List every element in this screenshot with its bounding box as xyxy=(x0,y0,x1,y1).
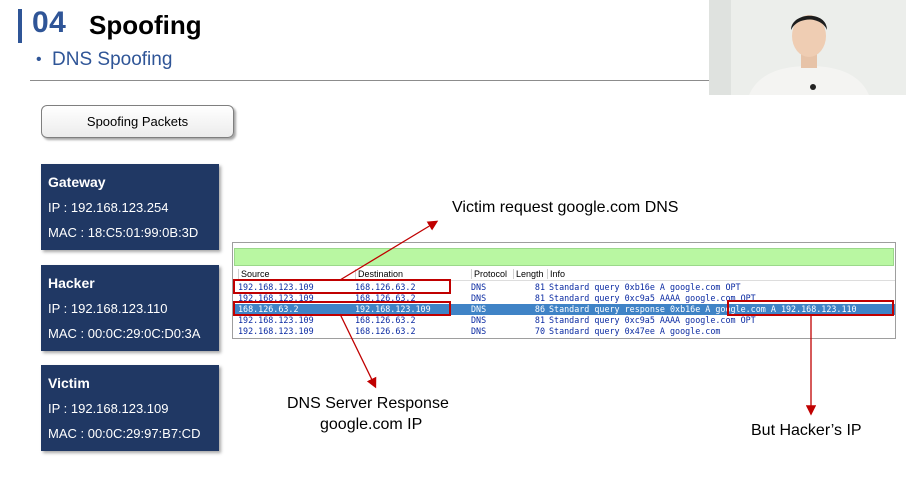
host-ip: IP : 192.168.123.110 xyxy=(48,301,168,316)
header-divider xyxy=(30,80,710,81)
dns-response-label-line1: DNS Server Response xyxy=(287,395,449,412)
packet-destination: 168.126.63.2 xyxy=(355,293,416,303)
victim-request-highlight xyxy=(233,279,451,294)
hacker-ip-label: But Hacker’s IP xyxy=(751,422,862,439)
packet-info: Standard query 0xc9a5 AAAA google.com OP… xyxy=(549,293,756,303)
packet-length: 86 xyxy=(534,304,545,314)
packet-info: Standard query 0xc9a5 AAAA google.com OP… xyxy=(549,315,756,325)
section-number: 04 xyxy=(32,6,67,39)
packet-list-panel: Source Destination Protocol Length Info … xyxy=(232,242,896,339)
host-ip: IP : 192.168.123.254 xyxy=(48,200,169,215)
dns-response-highlight xyxy=(233,301,451,316)
host-mac: MAC : 18:C5:01:99:0B:3D xyxy=(48,225,199,240)
packet-info: Standard query 0xb16e A google.com OPT xyxy=(549,282,741,292)
page-subtitle: DNS Spoofing xyxy=(52,49,173,70)
packet-length: 81 xyxy=(534,282,545,292)
packet-source: 192.168.123.109 xyxy=(238,293,314,303)
host-name: Gateway xyxy=(48,174,106,190)
victim-request-arrow xyxy=(339,220,439,281)
packet-info: Standard query response 0xb16e A google.… xyxy=(549,304,857,314)
victim-request-label: Victim request google.com DNS xyxy=(452,199,679,216)
column-length[interactable]: Length xyxy=(513,269,544,279)
page-title: Spoofing xyxy=(89,10,202,40)
packet-protocol: DNS xyxy=(471,326,487,336)
packet-protocol: DNS xyxy=(471,315,487,325)
packet-length: 81 xyxy=(534,315,545,325)
host-ip: IP : 192.168.123.109 xyxy=(48,401,169,416)
host-mac: MAC : 00:0C:29:0C:D0:3A xyxy=(48,326,201,341)
packet-destination: 168.126.63.2 xyxy=(355,282,416,292)
packet-row[interactable]: 192.168.123.109 168.126.63.2 DNS 81 Stan… xyxy=(233,293,895,304)
column-protocol[interactable]: Protocol xyxy=(471,269,507,279)
packet-destination: 168.126.63.2 xyxy=(355,315,416,325)
packet-source: 192.168.123.109 xyxy=(238,282,314,292)
display-filter-bar[interactable] xyxy=(234,248,894,266)
packet-protocol: DNS xyxy=(471,304,487,314)
spoofing-packets-button[interactable]: Spoofing Packets xyxy=(41,105,234,138)
packet-row[interactable]: 192.168.123.109 168.126.63.2 DNS 70 Stan… xyxy=(233,326,895,337)
host-name: Hacker xyxy=(48,275,95,291)
packet-source: 192.168.123.109 xyxy=(238,326,314,336)
bullet-icon: • xyxy=(36,51,42,68)
host-name: Victim xyxy=(48,375,90,391)
presenter-image xyxy=(709,0,906,95)
packet-row[interactable]: 192.168.123.109 168.126.63.2 DNS 81 Stan… xyxy=(233,315,895,326)
packet-row[interactable]: 192.168.123.109 168.126.63.2 DNS 81 Stan… xyxy=(233,282,895,293)
packet-row-selected[interactable]: 168.126.63.2 192.168.123.109 DNS 86 Stan… xyxy=(233,304,895,315)
column-destination[interactable]: Destination xyxy=(355,269,403,279)
dns-response-label-line2: google.com IP xyxy=(320,416,423,433)
packet-length: 81 xyxy=(534,293,545,303)
packet-source: 168.126.63.2 xyxy=(238,304,299,314)
packet-destination: 192.168.123.109 xyxy=(355,304,431,314)
packet-list-header: Source Destination Protocol Length Info xyxy=(233,269,895,281)
gateway-card: Gateway IP : 192.168.123.254 MAC : 18:C5… xyxy=(41,164,219,250)
victim-card: Victim IP : 192.168.123.109 MAC : 00:0C:… xyxy=(41,365,219,451)
hacker-card: Hacker IP : 192.168.123.110 MAC : 00:0C:… xyxy=(41,265,219,351)
packet-length: 70 xyxy=(534,326,545,336)
packet-protocol: DNS xyxy=(471,282,487,292)
host-mac: MAC : 00:0C:29:97:B7:CD xyxy=(48,426,201,441)
packet-source: 192.168.123.109 xyxy=(238,315,314,325)
column-info[interactable]: Info xyxy=(547,269,565,279)
column-source[interactable]: Source xyxy=(238,269,270,279)
packet-destination: 168.126.63.2 xyxy=(355,326,416,336)
dns-response-arrow xyxy=(339,313,377,389)
presenter-webcam xyxy=(709,0,906,95)
title-accent-bar xyxy=(18,9,22,43)
packet-info: Standard query 0x47ee A google.com xyxy=(549,326,721,336)
packet-protocol: DNS xyxy=(471,293,487,303)
